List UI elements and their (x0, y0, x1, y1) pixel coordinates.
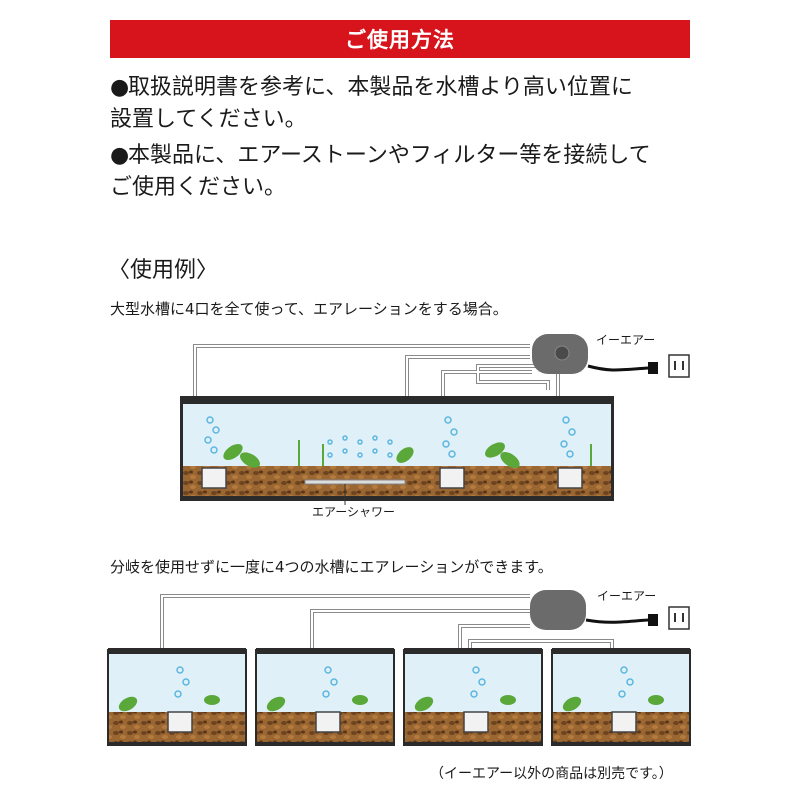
air-stones (201, 467, 583, 489)
bullet-mark: ● (110, 143, 130, 168)
usage-example-heading: 〈使用例〉 (108, 258, 219, 283)
instruction-2-line-1: 本製品に、エアーストーンやフィルター等を接続して (128, 143, 651, 168)
section-title: ご使用方法 (345, 28, 455, 52)
power-outlet (668, 354, 690, 378)
small-tank-4 (551, 648, 691, 746)
instruction-2: ●本製品に、エアーストーンやフィルター等を接続して ご使用ください。 (110, 140, 710, 204)
bullet-mark: ● (110, 75, 130, 100)
aquatic-plants (223, 440, 592, 468)
pump-label: イーエアー (596, 333, 655, 347)
instruction-2-line-2: ご使用ください。 (110, 175, 287, 200)
instruction-1-line-1: 取扱説明書を参考に、本製品を水槽より高い位置に (128, 75, 633, 100)
air-pump (532, 334, 658, 374)
small-tank-1 (107, 648, 247, 746)
air-shower-label: エアーシャワー (312, 505, 395, 519)
pump-label: イーエアー (597, 589, 656, 603)
small-tank-2 (255, 648, 395, 746)
case-2-caption: 分岐を使用せずに一度に4つの水槽にエアレーションができます。 (110, 558, 553, 576)
air-pump (530, 590, 658, 630)
power-outlet (668, 606, 690, 630)
large-tank (180, 396, 614, 501)
four-tanks-diagram: イーエアー (107, 589, 691, 746)
large-tank-diagram: イーエアー (180, 333, 690, 519)
instruction-1: ●取扱説明書を参考に、本製品を水槽より高い位置に 設置してください。 (110, 72, 710, 136)
air-shower-tube (304, 479, 406, 485)
footnote: （イーエアー以外の商品は別売です。） (430, 766, 673, 782)
section-title-bar: ご使用方法 (110, 20, 690, 58)
small-tank-3 (403, 648, 543, 746)
case-1-caption: 大型水槽に4口を全て使って、エアレーションをする場合。 (110, 300, 508, 318)
air-bubbles (204, 416, 576, 458)
instruction-1-line-2: 設置してください。 (110, 107, 307, 132)
